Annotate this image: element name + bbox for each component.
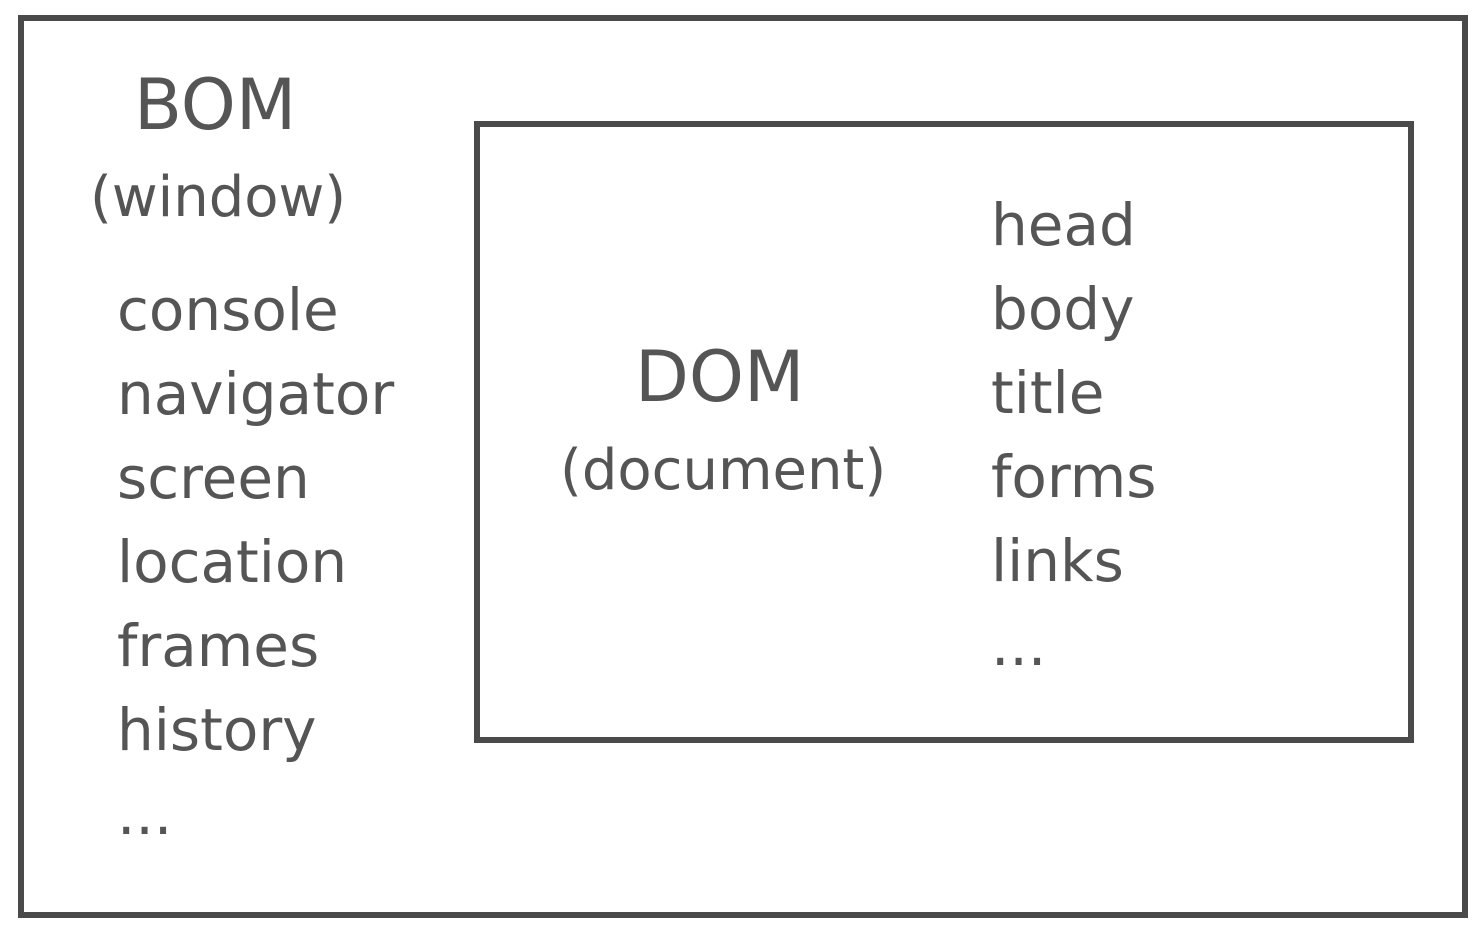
dom-title: DOM <box>635 336 805 418</box>
dom-property-list: head body title forms links ... <box>991 183 1156 687</box>
dom-property-item: title <box>991 359 1105 427</box>
bom-property-item: ... <box>117 780 173 848</box>
dom-property-item: links <box>991 527 1124 595</box>
dom-property-item: ... <box>991 611 1047 679</box>
dom-property-item: head <box>991 191 1136 259</box>
bom-property-item: screen <box>117 444 310 512</box>
bom-property-item: navigator <box>117 360 395 428</box>
bom-subtitle: (window) <box>90 165 347 230</box>
dom-document-box <box>474 121 1414 743</box>
bom-property-item: console <box>117 276 339 344</box>
dom-property-item: body <box>991 275 1135 343</box>
bom-window-box <box>18 15 1468 918</box>
bom-property-item: location <box>117 528 348 596</box>
bom-property-item: frames <box>117 612 320 680</box>
dom-property-item: forms <box>991 443 1157 511</box>
bom-property-item: history <box>117 696 317 764</box>
dom-subtitle: (document) <box>560 438 887 503</box>
bom-title: BOM <box>134 64 297 146</box>
bom-property-list: console navigator screen location frames… <box>117 268 394 856</box>
